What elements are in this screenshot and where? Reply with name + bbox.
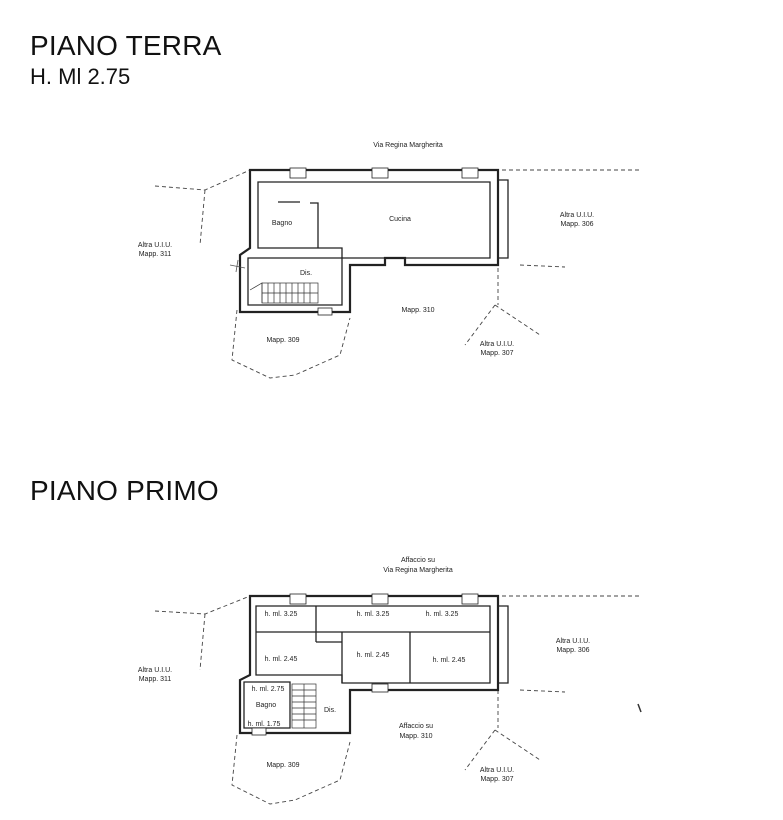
first-bathroom bbox=[243, 681, 291, 729]
ground-room-dis: Dis. bbox=[300, 270, 312, 277]
first-street-label-2: Via Regina Margherita bbox=[383, 567, 453, 574]
ground-right-uiu: Altra U.I.U. bbox=[560, 212, 594, 219]
first-window-2 bbox=[371, 593, 389, 605]
ground-floor-plan: Via Regina Margherita Bagno bbox=[138, 142, 640, 379]
first-street-label-1: Affaccio su bbox=[401, 557, 435, 564]
first-left-mapp: Mapp. 311 bbox=[139, 676, 172, 683]
first-window-4 bbox=[371, 683, 389, 693]
first-height-7: h. ml. 2.75 bbox=[252, 686, 285, 693]
ground-mapp310: Mapp. 310 bbox=[401, 307, 434, 314]
first-height-1: h. ml. 3.25 bbox=[265, 611, 298, 618]
first-window-1 bbox=[289, 593, 307, 605]
first-height-3: h. ml. 3.25 bbox=[426, 611, 459, 618]
ground-stairs bbox=[249, 282, 319, 304]
first-height-5: h. ml. 2.45 bbox=[357, 652, 390, 659]
ground-window-1 bbox=[289, 167, 307, 179]
first-right-mapp: Mapp. 306 bbox=[556, 647, 589, 654]
ground-outer-walls bbox=[238, 168, 500, 314]
ground-left-boundary-2 bbox=[199, 189, 206, 246]
first-floor-plan: Affaccio su Via Regina Margherita h. ml.… bbox=[138, 557, 640, 805]
first-affaccio-mapp: Mapp. 310 bbox=[399, 733, 432, 740]
first-left-uiu: Altra U.I.U. bbox=[138, 667, 172, 674]
ground-bathroom-partition bbox=[278, 201, 319, 248]
first-left-boundary bbox=[154, 595, 251, 615]
first-outer-walls bbox=[238, 594, 500, 735]
ground-entrance-mark bbox=[229, 259, 246, 273]
first-bottom-right-mapp: Mapp. 307 bbox=[480, 776, 513, 783]
first-room-bagno: Bagno bbox=[256, 702, 276, 709]
first-room-dis: Dis. bbox=[324, 707, 336, 714]
first-neighbor-wall bbox=[498, 605, 509, 684]
first-mapp307-boundary bbox=[464, 729, 541, 771]
ground-room-bagno: Bagno bbox=[272, 220, 292, 227]
ground-right-mapp: Mapp. 306 bbox=[560, 221, 593, 228]
first-height-4: h. ml. 2.45 bbox=[265, 656, 298, 663]
ground-window-3 bbox=[461, 167, 479, 179]
ground-bottom-right-mapp: Mapp. 307 bbox=[480, 350, 513, 357]
ground-room-cucina: Cucina bbox=[389, 216, 411, 223]
first-stairs bbox=[291, 683, 317, 729]
ground-mapp309-boundary bbox=[231, 309, 351, 379]
first-right-boundary-2 bbox=[519, 689, 566, 693]
ground-mapp307-boundary bbox=[464, 304, 541, 346]
ground-right-boundary-2 bbox=[519, 264, 566, 268]
first-height-6: h. ml. 2.45 bbox=[433, 657, 466, 664]
ground-window-4 bbox=[317, 307, 333, 316]
ground-neighbor-wall bbox=[498, 179, 509, 259]
first-window-3 bbox=[461, 593, 479, 605]
first-right-uiu: Altra U.I.U. bbox=[556, 638, 590, 645]
first-left-boundary-2 bbox=[199, 613, 206, 671]
ground-left-boundary bbox=[154, 169, 251, 191]
first-height-8: h. ml. 1.75 bbox=[248, 721, 281, 728]
stray-mark bbox=[637, 703, 642, 713]
first-height-2: h. ml. 3.25 bbox=[357, 611, 390, 618]
ground-left-mapp: Mapp. 311 bbox=[139, 251, 172, 258]
first-floor-title: PIANO PRIMO bbox=[30, 475, 219, 506]
ground-floor-title: PIANO TERRA bbox=[30, 30, 222, 61]
first-bottom-right-uiu: Altra U.I.U. bbox=[480, 767, 514, 774]
first-affaccio-label: Affaccio su bbox=[399, 723, 433, 730]
ground-mapp309: Mapp. 309 bbox=[266, 337, 299, 344]
first-mapp309: Mapp. 309 bbox=[266, 762, 299, 769]
first-partitions bbox=[256, 606, 490, 683]
ground-bottom-right-uiu: Altra U.I.U. bbox=[480, 341, 514, 348]
ground-corridor bbox=[247, 257, 343, 306]
ground-left-uiu: Altra U.I.U. bbox=[138, 242, 172, 249]
first-window-5 bbox=[251, 727, 267, 736]
ground-inner-walls bbox=[257, 181, 491, 259]
ground-street-label: Via Regina Margherita bbox=[373, 142, 443, 149]
ground-floor-height: H. Ml 2.75 bbox=[30, 64, 131, 89]
first-mapp309-boundary bbox=[231, 734, 351, 805]
ground-window-2 bbox=[371, 167, 389, 179]
